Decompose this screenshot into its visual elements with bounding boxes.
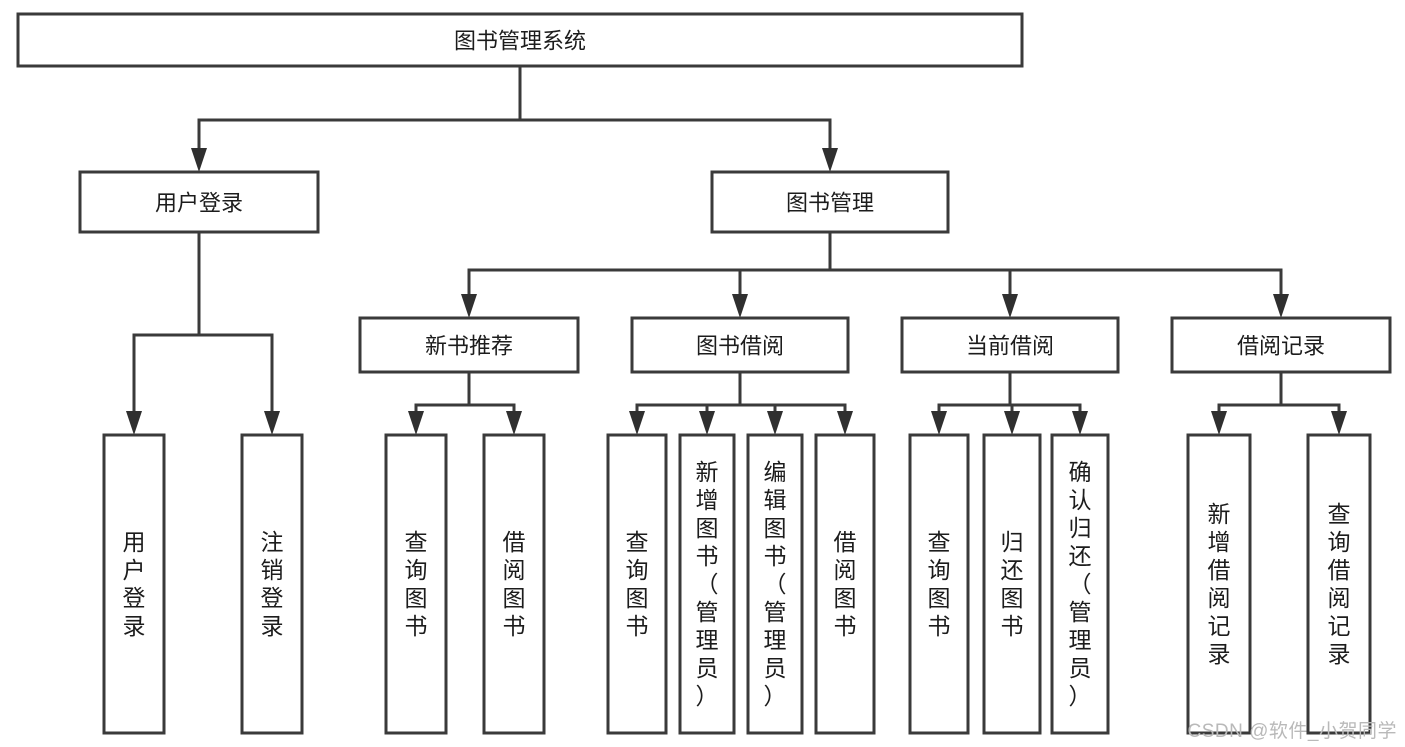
node-box-root[interactable] (16, 12, 1024, 68)
node-root[interactable]: 图书管理系统 (16, 12, 1024, 68)
node-label-leaf-user-login: 用户登录 (123, 529, 146, 639)
node-leaf-query-book-1[interactable]: 查询图书 (384, 433, 448, 735)
arrow-head-icon (408, 411, 424, 435)
node-leaf-query-book-2[interactable]: 查询图书 (606, 433, 668, 735)
node-leaf-user-login[interactable]: 用户登录 (102, 433, 166, 735)
arrow-head-icon (699, 411, 715, 435)
connector-book-manage-to-level3 (461, 230, 1289, 318)
node-box-leaf-query-record[interactable] (1306, 433, 1372, 735)
arrow-head-icon (191, 148, 207, 172)
node-label-leaf-return-book: 归还图书 (1001, 529, 1024, 639)
arrow-head-icon (1211, 411, 1227, 435)
arrow-head-icon (732, 294, 748, 318)
node-label-leaf-add-book: 新增图书（管理员） (696, 459, 719, 709)
node-leaf-query-book-3[interactable]: 查询图书 (908, 433, 970, 735)
node-box-current-borrow[interactable] (900, 316, 1120, 374)
node-box-leaf-add-book[interactable] (678, 433, 736, 735)
node-box-leaf-edit-book[interactable] (746, 433, 804, 735)
node-leaf-borrow-book-2[interactable]: 借阅图书 (814, 433, 876, 735)
node-box-new-book-rec[interactable] (358, 316, 580, 374)
node-leaf-edit-book[interactable]: 编辑图书（管理员） (746, 433, 804, 735)
arrow-head-icon (1331, 411, 1347, 435)
node-label-new-book-rec: 新书推荐 (425, 334, 513, 359)
connector-book-borrow-to-leaves (629, 370, 853, 435)
node-box-leaf-query-book-2[interactable] (606, 433, 668, 735)
arrow-head-icon (822, 148, 838, 172)
node-user-login[interactable]: 用户登录 (78, 170, 320, 234)
node-box-user-login[interactable] (78, 170, 320, 234)
node-label-root: 图书管理系统 (454, 29, 586, 54)
arrow-head-icon (1004, 411, 1020, 435)
connector-borrow-record-to-leaves (1211, 370, 1347, 435)
connector-current-borrow-to-leaves (931, 370, 1088, 435)
arrow-head-icon (461, 294, 477, 318)
node-label-book-borrow: 图书借阅 (696, 334, 784, 359)
node-leaf-query-record[interactable]: 查询借阅记录 (1306, 433, 1372, 735)
nodes-layer: 图书管理系统用户登录图书管理新书推荐图书借阅当前借阅借阅记录用户登录注销登录查询… (16, 12, 1392, 735)
node-box-leaf-borrow-book-2[interactable] (814, 433, 876, 735)
node-label-leaf-logout: 注销登录 (261, 529, 284, 639)
node-leaf-borrow-book-1[interactable]: 借阅图书 (482, 433, 546, 735)
node-label-leaf-query-book-1: 查询图书 (405, 529, 428, 639)
node-label-leaf-confirm-return: 确认归还（管理员） (1069, 459, 1092, 709)
node-current-borrow[interactable]: 当前借阅 (900, 316, 1120, 374)
arrow-head-icon (629, 411, 645, 435)
node-label-current-borrow: 当前借阅 (966, 334, 1054, 359)
connector-root-to-level2 (191, 64, 838, 172)
node-box-leaf-confirm-return[interactable] (1050, 433, 1110, 735)
node-new-book-rec[interactable]: 新书推荐 (358, 316, 580, 374)
node-label-leaf-borrow-book-1: 借阅图书 (503, 529, 526, 639)
node-label-leaf-query-record: 查询借阅记录 (1328, 501, 1351, 667)
arrow-head-icon (1072, 411, 1088, 435)
node-box-book-borrow[interactable] (630, 316, 850, 374)
node-leaf-return-book[interactable]: 归还图书 (982, 433, 1042, 735)
arrow-head-icon (1002, 294, 1018, 318)
node-box-leaf-return-book[interactable] (982, 433, 1042, 735)
arrow-head-icon (1273, 294, 1289, 318)
arrow-head-icon (837, 411, 853, 435)
node-label-leaf-edit-book: 编辑图书（管理员） (764, 459, 787, 709)
node-box-leaf-add-record[interactable] (1186, 433, 1252, 735)
node-label-leaf-query-book-2: 查询图书 (626, 529, 649, 639)
node-borrow-record[interactable]: 借阅记录 (1170, 316, 1392, 374)
arrow-head-icon (767, 411, 783, 435)
node-box-book-manage[interactable] (710, 170, 950, 234)
arrow-head-icon (264, 411, 280, 435)
node-label-leaf-borrow-book-2: 借阅图书 (834, 529, 857, 639)
node-box-leaf-query-book-1[interactable] (384, 433, 448, 735)
node-label-book-manage: 图书管理 (786, 191, 874, 216)
node-label-leaf-add-record: 新增借阅记录 (1208, 501, 1231, 667)
node-book-borrow[interactable]: 图书借阅 (630, 316, 850, 374)
node-box-leaf-logout[interactable] (240, 433, 304, 735)
node-label-user-login: 用户登录 (155, 191, 243, 216)
node-label-borrow-record: 借阅记录 (1237, 334, 1325, 359)
node-label-leaf-query-book-3: 查询图书 (928, 529, 951, 639)
arrow-head-icon (126, 411, 142, 435)
node-leaf-add-book[interactable]: 新增图书（管理员） (678, 433, 736, 735)
node-leaf-logout[interactable]: 注销登录 (240, 433, 304, 735)
node-leaf-add-record[interactable]: 新增借阅记录 (1186, 433, 1252, 735)
arrow-head-icon (506, 411, 522, 435)
node-box-leaf-query-book-3[interactable] (908, 433, 970, 735)
node-book-manage[interactable]: 图书管理 (710, 170, 950, 234)
node-box-leaf-user-login[interactable] (102, 433, 166, 735)
node-box-borrow-record[interactable] (1170, 316, 1392, 374)
connectors-layer (126, 64, 1347, 435)
connector-user-login-to-leaves (126, 230, 280, 435)
node-leaf-confirm-return[interactable]: 确认归还（管理员） (1050, 433, 1110, 735)
connector-new-book-rec-to-leaves (408, 370, 522, 435)
watermark: CSDN @软件_小贺同学 (1187, 721, 1397, 742)
arrow-head-icon (931, 411, 947, 435)
node-box-leaf-borrow-book-1[interactable] (482, 433, 546, 735)
